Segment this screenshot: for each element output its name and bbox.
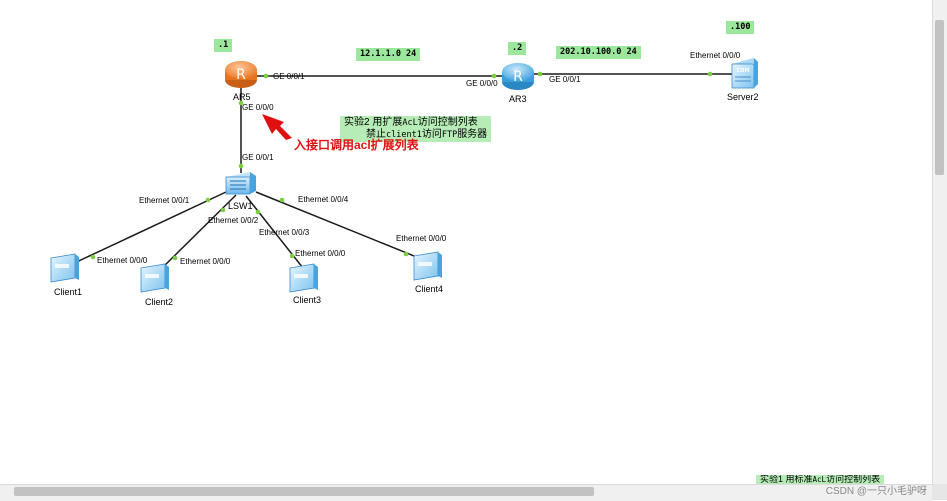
red-annotation: 入接口调用acl扩展列表 bbox=[294, 138, 419, 152]
experiment1-note[interactable]: 实验1 用标准AcL访问控制列表 bbox=[756, 475, 885, 485]
port-label-lsw1-eth1: Ethernet 0/0/1 bbox=[139, 196, 190, 205]
node-label-client4: Client4 bbox=[415, 284, 444, 294]
port-label-lsw1-eth4: Ethernet 0/0/4 bbox=[298, 195, 349, 204]
node-label-client2: Client2 bbox=[145, 297, 174, 307]
node-label-server2: Server2 bbox=[727, 92, 759, 102]
port-label-client1-eth: Ethernet 0/0/0 bbox=[97, 256, 148, 265]
ip-badge-ar5: .1 bbox=[214, 39, 233, 52]
link-lsw1-client1[interactable] bbox=[67, 191, 227, 267]
scrollbar-corner bbox=[932, 484, 947, 500]
note-text: AcL bbox=[812, 475, 827, 484]
node-label-client3: Client3 bbox=[293, 295, 322, 305]
server-com-icon: COM bbox=[737, 68, 750, 74]
experiment2-note[interactable]: 实验2 用扩展AcL访问控制列表 禁止client1访问FTP服务器 bbox=[340, 116, 492, 142]
note-text: 实验2 用扩展 bbox=[344, 117, 403, 128]
note-text: 服务器 bbox=[457, 129, 488, 140]
router-glyph-icon: R bbox=[236, 67, 246, 83]
note-text: client1 bbox=[386, 130, 422, 140]
port-label-ar5-ge001: GE 0/0/1 bbox=[273, 72, 305, 81]
pc-client2[interactable] bbox=[140, 263, 169, 293]
port-label-lsw1-eth2: Ethernet 0/0/2 bbox=[208, 216, 259, 225]
node-label-client1: Client1 bbox=[54, 287, 83, 297]
note-text: 实验1 用标准 bbox=[760, 475, 813, 484]
node-label-ar3: AR3 bbox=[509, 94, 527, 104]
note-text: 禁止 bbox=[366, 129, 386, 140]
port-label-lsw1-ge001: GE 0/0/1 bbox=[242, 153, 274, 162]
port-dots bbox=[90, 71, 713, 261]
note-text: AcL bbox=[402, 118, 418, 128]
red-arrow-icon bbox=[262, 114, 292, 140]
router-glyph-icon: R bbox=[513, 69, 523, 85]
note-text: FTP bbox=[441, 130, 458, 140]
router-ar5[interactable]: R bbox=[225, 61, 257, 88]
network-label-12: 12.1.1.0 24 bbox=[356, 48, 421, 61]
switch-arrows-icon bbox=[230, 180, 246, 190]
network-label-202: 202.10.100.0 24 bbox=[556, 46, 641, 59]
port-label-client4-eth: Ethernet 0/0/0 bbox=[396, 234, 447, 243]
port-label-client3-eth: Ethernet 0/0/0 bbox=[295, 249, 346, 258]
ip-badge-ar3: .2 bbox=[508, 42, 527, 55]
port-label-lsw1-eth3: Ethernet 0/0/3 bbox=[259, 228, 310, 237]
ip-badge-server2: .100 bbox=[726, 21, 755, 34]
vertical-scrollbar-thumb[interactable] bbox=[935, 20, 944, 175]
link-lsw1-client4[interactable] bbox=[255, 191, 425, 261]
port-label-client2-eth: Ethernet 0/0/0 bbox=[180, 257, 231, 266]
pc-client3[interactable] bbox=[289, 263, 318, 293]
pc-client4[interactable] bbox=[413, 251, 442, 281]
horizontal-scrollbar-thumb[interactable] bbox=[14, 487, 594, 496]
pc-client1[interactable] bbox=[50, 253, 79, 283]
node-label-lsw1: LSW1 bbox=[228, 201, 253, 211]
router-ar3[interactable]: R bbox=[502, 63, 534, 90]
server-server2[interactable]: COM bbox=[731, 58, 758, 89]
note-text: 访问控制列表 bbox=[826, 475, 881, 484]
watermark: CSDN @一只小毛驴呀 bbox=[825, 486, 927, 497]
experiment2-line2: 禁止client1访问FTP服务器 bbox=[344, 129, 487, 141]
port-label-ar5-ge000: GE 0/0/0 bbox=[242, 103, 274, 112]
port-label-ar3-ge000: GE 0/0/0 bbox=[466, 79, 498, 88]
port-label-server2-eth: Ethernet 0/0/0 bbox=[690, 51, 741, 60]
note-text: 访问控制列表 bbox=[417, 117, 478, 128]
node-label-ar5: AR5 bbox=[233, 92, 251, 102]
experiment2-line1: 实验2 用扩展AcL访问控制列表 bbox=[344, 117, 487, 129]
note-text: 访问 bbox=[421, 129, 442, 140]
port-label-ar3-ge001: GE 0/0/1 bbox=[549, 75, 581, 84]
switch-lsw1[interactable] bbox=[225, 172, 256, 195]
